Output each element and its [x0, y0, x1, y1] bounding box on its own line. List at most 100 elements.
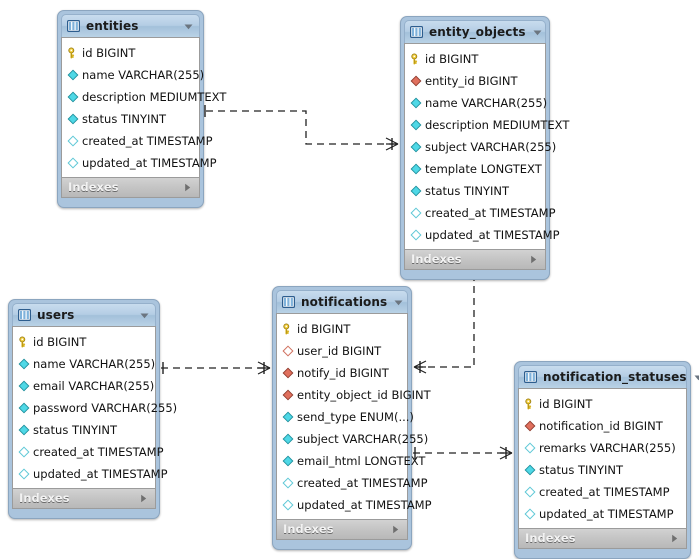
- column-row[interactable]: id BIGINT: [405, 48, 545, 70]
- diamond-hollow-cyan-icon: [18, 446, 30, 458]
- diamond-filled-cyan-icon: [282, 455, 294, 467]
- diamond-filled-cyan-icon: [282, 433, 294, 445]
- indexes-section-entities[interactable]: Indexes: [61, 177, 200, 198]
- column-row[interactable]: description MEDIUMTEXT: [62, 86, 226, 108]
- relationship-notifications-to-notification-statuses[interactable]: [410, 446, 513, 460]
- column-row[interactable]: entity_id BIGINT: [405, 70, 545, 92]
- chevron-down-icon[interactable]: [693, 372, 699, 383]
- chevron-right-icon[interactable]: [138, 493, 149, 504]
- column-label: notify_id BIGINT: [297, 365, 389, 380]
- column-label: status TINYINT: [425, 183, 510, 198]
- column-row[interactable]: created_at TIMESTAMP: [277, 472, 428, 494]
- column-row[interactable]: name VARCHAR(255): [405, 92, 547, 114]
- column-row[interactable]: updated_at TIMESTAMP: [277, 494, 432, 516]
- table-header-users[interactable]: users: [12, 303, 156, 326]
- diamond-filled-cyan-icon: [67, 91, 79, 103]
- column-row[interactable]: created_at TIMESTAMP: [405, 202, 556, 224]
- column-row[interactable]: description MEDIUMTEXT: [405, 114, 569, 136]
- column-row[interactable]: template LONGTEXT: [405, 158, 545, 180]
- column-row[interactable]: status TINYINT: [13, 419, 155, 441]
- column-label: created_at TIMESTAMP: [297, 475, 428, 490]
- column-label: updated_at TIMESTAMP: [33, 466, 168, 481]
- column-row[interactable]: updated_at TIMESTAMP: [13, 463, 168, 485]
- relationship-entity-objects-to-notifications[interactable]: [413, 269, 480, 374]
- indexes-label: Indexes: [411, 252, 462, 266]
- column-label: updated_at TIMESTAMP: [297, 497, 432, 512]
- column-row[interactable]: subject VARCHAR(255): [405, 136, 556, 158]
- crows-foot-icon: [257, 361, 271, 375]
- chevron-down-icon[interactable]: [183, 21, 194, 32]
- column-label: status TINYINT: [539, 462, 624, 477]
- diamond-hollow-cyan-icon: [67, 157, 79, 169]
- chevron-right-icon[interactable]: [528, 254, 539, 265]
- chevron-down-icon[interactable]: [393, 297, 404, 308]
- crows-foot-icon: [499, 446, 513, 460]
- diamond-hollow-cyan-icon: [524, 508, 536, 520]
- indexes-section-notifications[interactable]: Indexes: [276, 519, 408, 540]
- column-row[interactable]: id BIGINT: [277, 318, 407, 340]
- chevron-down-icon[interactable]: [532, 27, 543, 38]
- diamond-filled-cyan-icon: [410, 119, 422, 131]
- column-label: created_at TIMESTAMP: [425, 205, 556, 220]
- column-row[interactable]: email VARCHAR(255): [13, 375, 155, 397]
- column-row[interactable]: notification_id BIGINT: [519, 415, 686, 437]
- column-row[interactable]: id BIGINT: [62, 42, 199, 64]
- column-row[interactable]: notify_id BIGINT: [277, 362, 407, 384]
- column-row[interactable]: created_at TIMESTAMP: [519, 481, 686, 503]
- column-row[interactable]: remarks VARCHAR(255): [519, 437, 686, 459]
- diamond-filled-red-icon: [282, 367, 294, 379]
- column-row[interactable]: created_at TIMESTAMP: [13, 441, 164, 463]
- table-header-notification_statuses[interactable]: notification_statuses: [518, 365, 699, 388]
- indexes-section-users[interactable]: Indexes: [12, 488, 156, 509]
- chevron-right-icon[interactable]: [390, 524, 401, 535]
- diamond-hollow-cyan-icon: [524, 442, 536, 454]
- column-row[interactable]: updated_at TIMESTAMP: [62, 152, 217, 174]
- indexes-label: Indexes: [525, 531, 576, 545]
- table-header-entity_objects[interactable]: entity_objects: [404, 20, 546, 43]
- indexes-section-notification_statuses[interactable]: Indexes: [518, 528, 687, 549]
- table-icon: [67, 20, 80, 32]
- relationship-entities-to-entity-objects[interactable]: [200, 105, 399, 151]
- diamond-filled-red-icon: [410, 75, 422, 87]
- column-row[interactable]: user_id BIGINT: [277, 340, 407, 362]
- table-title: users: [37, 307, 75, 322]
- column-row[interactable]: password VARCHAR(255): [13, 397, 177, 419]
- chevron-down-icon[interactable]: [139, 310, 150, 321]
- column-row[interactable]: updated_at TIMESTAMP: [519, 503, 686, 525]
- relationship-users-to-notifications[interactable]: [158, 361, 271, 375]
- column-row[interactable]: id BIGINT: [519, 393, 686, 415]
- diamond-filled-cyan-icon: [67, 113, 79, 125]
- column-row[interactable]: status TINYINT: [62, 108, 199, 130]
- chevron-right-icon[interactable]: [669, 533, 680, 544]
- crows-foot-icon: [413, 360, 427, 374]
- column-label: updated_at TIMESTAMP: [539, 506, 674, 521]
- table-header-notifications[interactable]: notifications: [276, 290, 408, 313]
- table-icon: [282, 296, 295, 308]
- column-label: status TINYINT: [82, 111, 167, 126]
- chevron-right-icon[interactable]: [182, 182, 193, 193]
- indexes-section-entity_objects[interactable]: Indexes: [404, 249, 546, 270]
- column-row[interactable]: name VARCHAR(255): [62, 64, 204, 86]
- key-icon: [410, 53, 422, 65]
- diamond-hollow-cyan-icon: [410, 207, 422, 219]
- diamond-hollow-cyan-icon: [67, 135, 79, 147]
- column-row[interactable]: status TINYINT: [405, 180, 545, 202]
- crows-foot-icon: [385, 137, 399, 151]
- column-row[interactable]: name VARCHAR(255): [13, 353, 155, 375]
- column-row[interactable]: updated_at TIMESTAMP: [405, 224, 560, 246]
- column-row[interactable]: created_at TIMESTAMP: [62, 130, 213, 152]
- column-row[interactable]: email_html LONGTEXT: [277, 450, 425, 472]
- column-row[interactable]: id BIGINT: [13, 331, 155, 353]
- column-row[interactable]: entity_object_id BIGINT: [277, 384, 431, 406]
- column-row[interactable]: subject VARCHAR(255): [277, 428, 428, 450]
- column-row[interactable]: status TINYINT: [519, 459, 686, 481]
- column-row[interactable]: send_type ENUM(...): [277, 406, 414, 428]
- table-header-entities[interactable]: entities: [61, 14, 200, 37]
- column-label: template LONGTEXT: [425, 161, 542, 176]
